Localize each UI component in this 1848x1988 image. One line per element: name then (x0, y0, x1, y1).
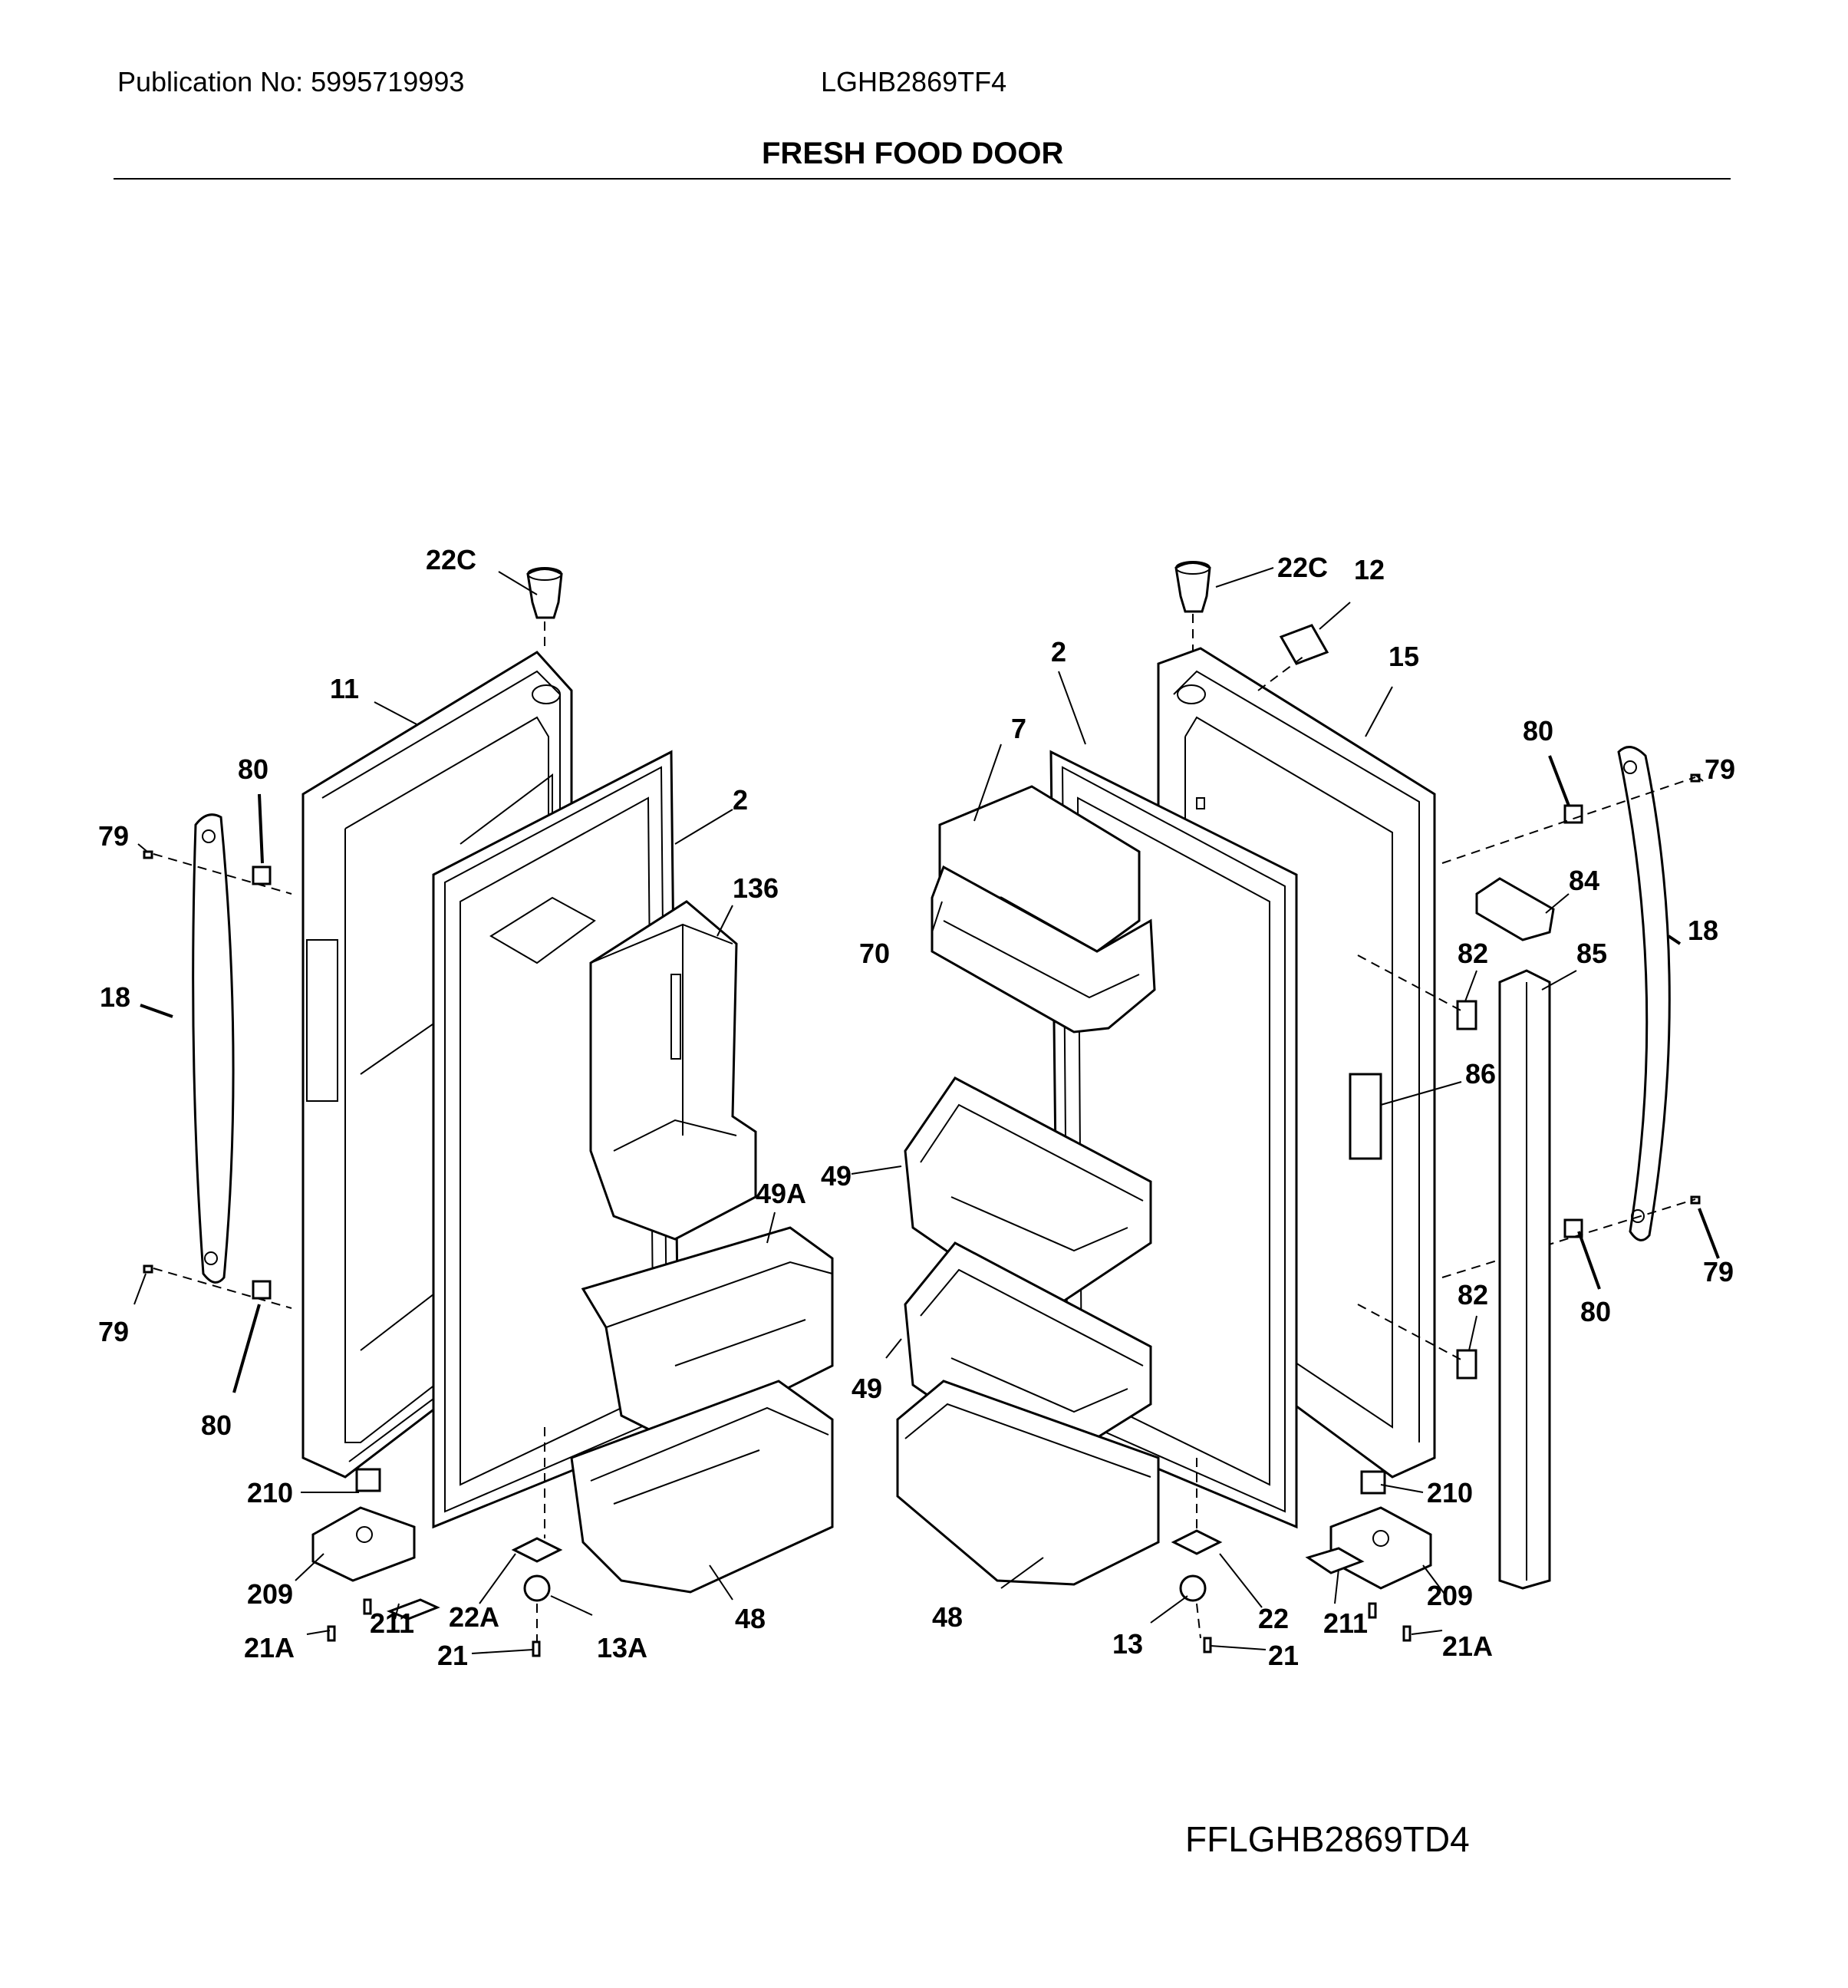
callout-13a: 13A (597, 1632, 647, 1663)
callout-22a: 22A (449, 1601, 499, 1633)
callout-22: 22 (1258, 1603, 1289, 1634)
callout-7: 7 (1011, 713, 1026, 744)
right-callout-labels: 22C 12 2 15 7 80 79 84 70 82 85 18 86 49… (821, 552, 1735, 1671)
callout-21-right: 21 (1268, 1640, 1299, 1671)
callout-80-right-bottom: 80 (1580, 1296, 1611, 1327)
callout-21a-right: 21A (1442, 1630, 1493, 1662)
callout-82-right-bottom: 82 (1458, 1279, 1488, 1310)
callout-18-right: 18 (1688, 915, 1718, 946)
left-callout-labels: 22C 11 80 79 18 79 80 2 136 49A 210 209 … (98, 544, 806, 1671)
callout-209-right: 209 (1427, 1580, 1473, 1611)
callout-70: 70 (859, 938, 890, 969)
callout-136: 136 (733, 872, 779, 904)
callout-80-right-top: 80 (1523, 715, 1553, 747)
callout-210-left: 210 (247, 1477, 293, 1508)
callout-22c-left: 22C (426, 544, 476, 575)
callout-82-right-top: 82 (1458, 938, 1488, 969)
callout-79-right-bottom: 79 (1703, 1256, 1734, 1287)
callout-2-right: 2 (1051, 636, 1066, 668)
callout-21-left: 21 (437, 1640, 468, 1671)
callout-49-lower: 49 (852, 1373, 882, 1404)
diagram-code: FFLGHB2869TD4 (1185, 1819, 1470, 1859)
callout-leaders (133, 567, 1720, 1654)
door-side-panel (306, 939, 338, 1102)
callout-79-left-top: 79 (98, 820, 129, 852)
callout-12: 12 (1354, 554, 1385, 585)
callout-11: 11 (330, 673, 359, 704)
header-divider (114, 178, 1731, 180)
callout-48-left: 48 (735, 1603, 766, 1634)
callout-18-left: 18 (100, 981, 130, 1013)
callout-209-left: 209 (247, 1578, 293, 1610)
left-door-assembly (143, 567, 834, 1657)
callout-86: 86 (1465, 1058, 1496, 1090)
callout-79-left-bottom: 79 (98, 1316, 129, 1347)
publication-number: Publication No: 5995719993 (117, 66, 465, 97)
callout-210-right: 210 (1427, 1477, 1473, 1508)
callout-49-upper: 49 (821, 1160, 852, 1192)
callout-85: 85 (1576, 938, 1607, 969)
model-number: LGHB2869TF4 (821, 66, 1007, 97)
callout-2-left: 2 (733, 784, 748, 816)
section-title: FRESH FOOD DOOR (762, 137, 1064, 170)
callout-80-left-top: 80 (238, 753, 268, 785)
callout-79-right-top: 79 (1705, 753, 1735, 785)
callout-49a: 49A (756, 1178, 806, 1209)
callout-84: 84 (1569, 865, 1599, 896)
callout-21a-left: 21A (244, 1632, 295, 1663)
callout-48-right: 48 (932, 1601, 963, 1633)
callout-15: 15 (1388, 641, 1419, 672)
callout-80-left-bottom: 80 (201, 1409, 232, 1441)
callout-211-right: 211 (1323, 1607, 1368, 1639)
right-door-assembly (896, 561, 1701, 1653)
callout-13: 13 (1112, 1628, 1143, 1660)
callout-22c-right: 22C (1277, 552, 1328, 583)
callout-211-left: 211 (370, 1607, 414, 1639)
